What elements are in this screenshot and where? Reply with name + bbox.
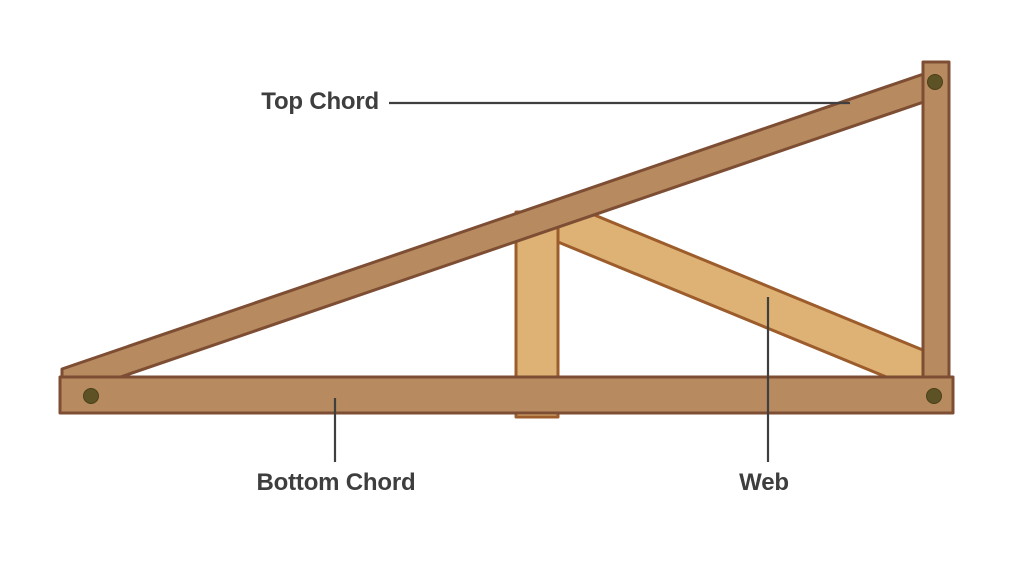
bolt-icon [926, 388, 942, 404]
bolt-icon [83, 388, 99, 404]
web-label: Web [739, 469, 789, 496]
right-post-member [921, 60, 951, 402]
bolt-icon [927, 74, 943, 90]
top-chord-label: Top Chord [261, 88, 379, 115]
diagonal-web-member [556, 198, 937, 399]
bottom-chord-member [58, 375, 955, 415]
bottom-chord-label: Bottom Chord [256, 469, 416, 496]
